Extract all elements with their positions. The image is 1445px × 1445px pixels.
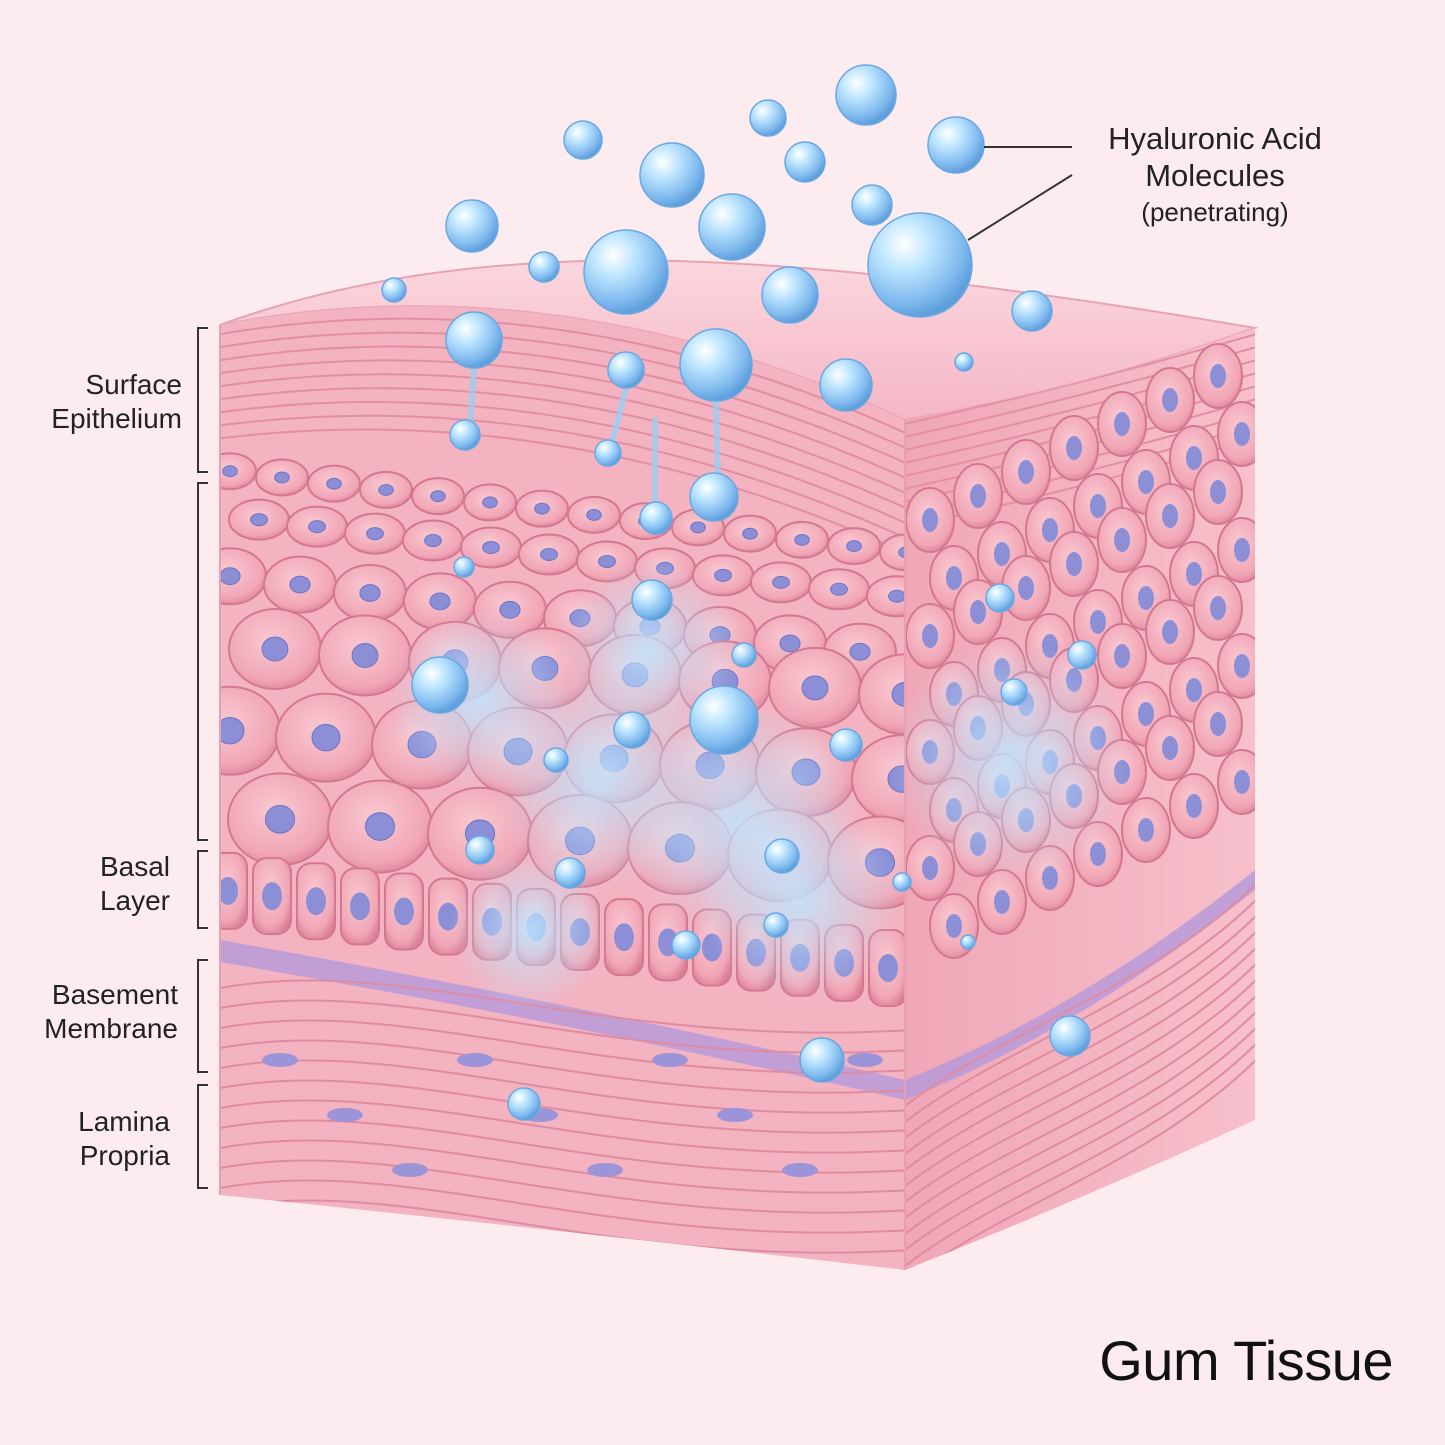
hyaluronic-molecule — [1067, 640, 1097, 670]
label-basal-layer: Basal Layer — [20, 850, 170, 918]
hyaluronic-molecule — [453, 556, 475, 578]
hyaluronic-molecule — [784, 141, 826, 183]
hyaluronic-acid-molecules — [381, 64, 1097, 1121]
label-lamina-propria-line1: Lamina — [78, 1106, 170, 1137]
hyaluronic-molecule — [1049, 1015, 1091, 1057]
hyaluronic-molecule — [445, 199, 499, 253]
hyaluronic-molecule — [835, 64, 897, 126]
hyaluronic-molecule — [671, 930, 701, 960]
hyaluronic-molecule — [507, 1087, 541, 1121]
hyaluronic-molecule — [892, 872, 912, 892]
hyaluronic-molecule — [829, 728, 863, 762]
hyaluronic-molecule — [927, 116, 985, 174]
hyaluronic-callout-lines — [967, 146, 1073, 241]
label-surface-epithelium: Surface Epithelium — [20, 368, 182, 436]
hyaluronic-molecule — [563, 120, 603, 160]
hyaluronic-molecule — [763, 912, 789, 938]
hyaluronic-molecule — [639, 501, 673, 535]
label-hyaluronic-line2: Molecules — [1145, 158, 1285, 193]
hyaluronic-molecule — [445, 311, 503, 369]
layer-brackets — [197, 327, 208, 1189]
hyaluronic-molecule — [449, 419, 481, 451]
hyaluronic-molecule — [1000, 678, 1028, 706]
hyaluronic-molecule — [867, 212, 973, 318]
hyaluronic-molecule — [613, 711, 651, 749]
hyaluronic-molecule — [554, 857, 586, 889]
label-hyaluronic-line1: Hyaluronic Acid — [1108, 121, 1322, 156]
hyaluronic-molecule — [411, 656, 469, 714]
hyaluronic-molecule — [698, 193, 766, 261]
label-surface-epithelium-line2: Epithelium — [51, 403, 182, 434]
hyaluronic-molecule — [761, 266, 819, 324]
hyaluronic-molecule — [749, 99, 787, 137]
hyaluronic-molecule — [960, 934, 976, 950]
hyaluronic-molecule — [631, 579, 673, 621]
hyaluronic-molecule — [985, 583, 1015, 613]
hyaluronic-molecule — [607, 351, 645, 389]
hyaluronic-molecule — [764, 838, 800, 874]
hyaluronic-molecule — [465, 835, 495, 865]
hyaluronic-molecule — [583, 229, 669, 315]
hyaluronic-molecule — [1011, 290, 1053, 332]
hyaluronic-molecule — [954, 352, 974, 372]
hyaluronic-molecule — [528, 251, 560, 283]
label-lamina-propria-line2: Propria — [79, 1140, 170, 1171]
hyaluronic-molecule — [594, 439, 622, 467]
hyaluronic-molecule — [799, 1037, 845, 1083]
label-basal-layer-line1: Basal — [99, 851, 170, 882]
hyaluronic-molecule — [543, 747, 569, 773]
label-basal-layer-line2: Layer — [99, 885, 170, 916]
label-lamina-propria: Lamina Propria — [20, 1105, 170, 1173]
label-surface-epithelium-line1: Surface — [85, 369, 183, 400]
hyaluronic-molecule — [639, 142, 705, 208]
label-basement-membrane-line1: Basement — [51, 979, 178, 1010]
hyaluronic-molecule — [851, 184, 893, 226]
label-basement-membrane-line2: Membrane — [44, 1013, 178, 1044]
hyaluronic-molecule — [731, 642, 757, 668]
hyaluronic-molecule — [679, 328, 753, 402]
hyaluronic-molecule — [689, 685, 759, 755]
label-hyaluronic-acid: Hyaluronic Acid Molecules (penetrating) — [1070, 120, 1360, 231]
label-basement-membrane: Basement Membrane — [10, 978, 178, 1046]
hyaluronic-molecule — [381, 277, 407, 303]
diagram-title: Gum Tissue — [1099, 1329, 1393, 1392]
label-hyaluronic-line3: (penetrating) — [1141, 197, 1289, 227]
hyaluronic-molecule — [689, 472, 739, 522]
hyaluronic-molecule — [819, 358, 873, 412]
